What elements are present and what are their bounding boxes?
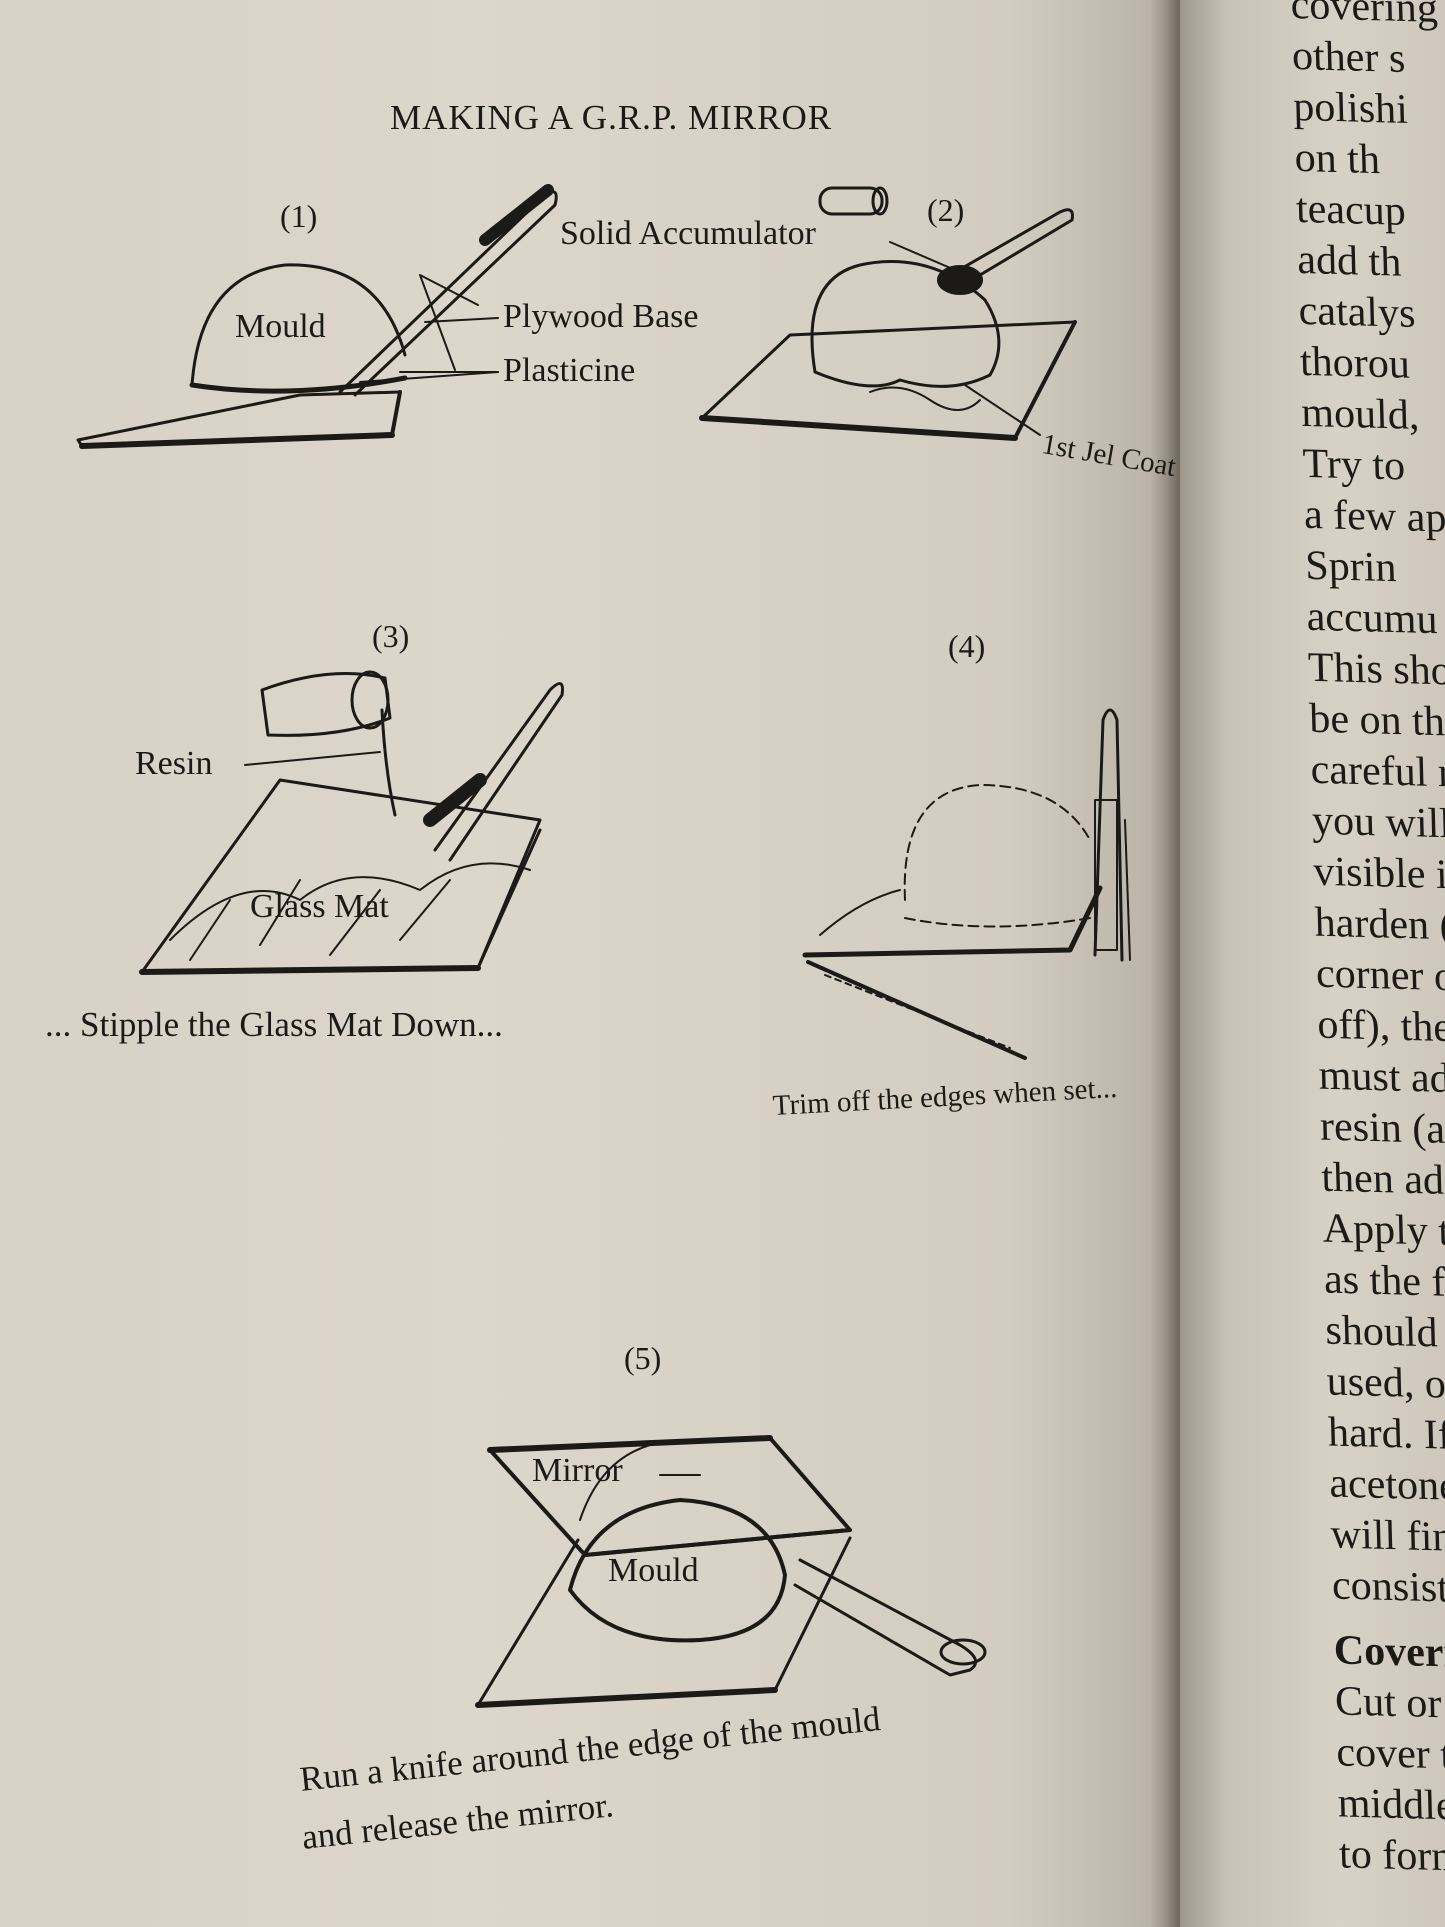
step2-label-solid-accumulator: Solid Accumulator: [560, 215, 816, 253]
step4-illustration: [805, 710, 1130, 1058]
step4-number: (4): [948, 628, 985, 665]
step5-number: (5): [624, 1340, 661, 1377]
step3-caption: ... Stipple the Glass Mat Down...: [45, 1005, 503, 1045]
step3-label-resin: Resin: [135, 745, 212, 783]
step3-label-glass-mat: Glass Mat: [250, 888, 389, 926]
step1-number: (1): [280, 198, 317, 235]
step5-label-mirror: Mirror: [532, 1452, 623, 1490]
step2-number: (2): [927, 192, 964, 229]
step3-number: (3): [372, 618, 409, 655]
step3-illustration: [142, 672, 563, 972]
step5-label-mould: Mould: [608, 1552, 699, 1590]
step1-label-mould: Mould: [235, 308, 326, 346]
step1-label-plasticine: Plasticine: [503, 352, 635, 390]
step1-label-plywood-base: Plywood Base: [503, 298, 699, 336]
